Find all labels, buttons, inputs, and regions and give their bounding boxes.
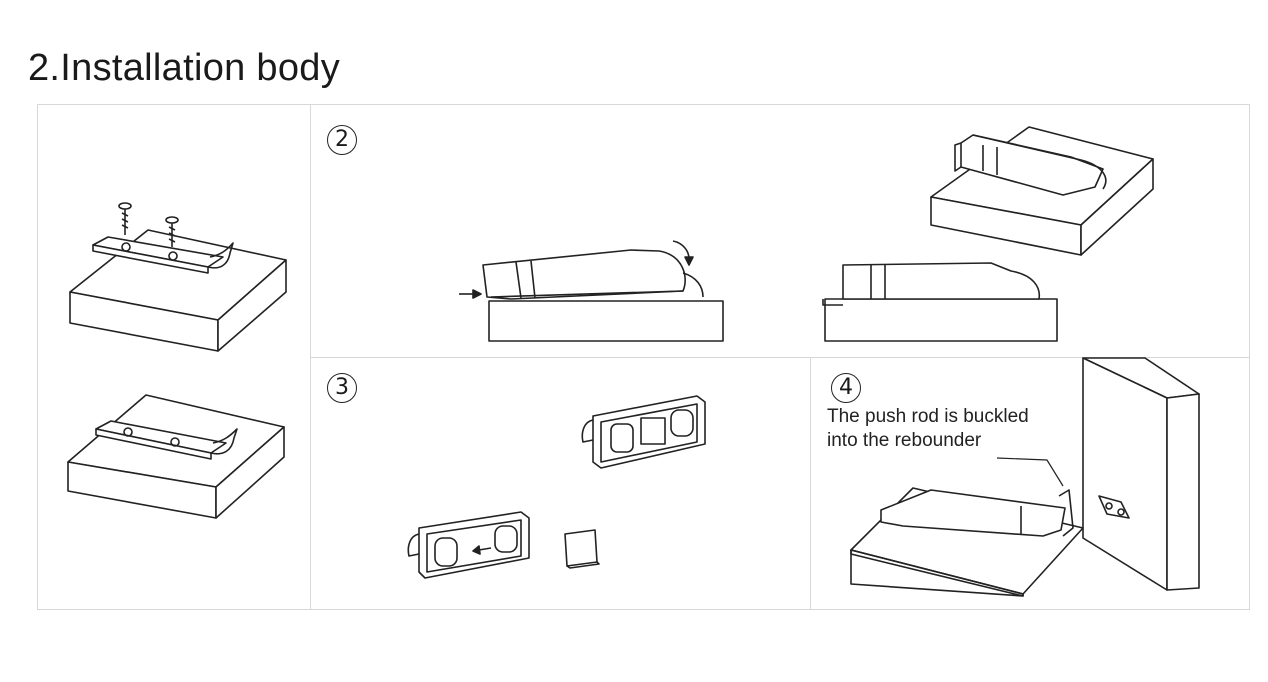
box-lower xyxy=(67,394,285,519)
page-title: 2.Installation body xyxy=(28,47,341,89)
rebounder-icon xyxy=(482,249,686,300)
divider-col-2 xyxy=(810,357,811,610)
panel-step2: 2 xyxy=(311,105,1250,357)
divider-row-1 xyxy=(310,357,1250,358)
step2-illustration xyxy=(459,126,1154,342)
leader-line xyxy=(996,457,1064,487)
push-rod-icon xyxy=(407,511,530,579)
screw-icon xyxy=(118,202,132,235)
rebounder-icon xyxy=(954,134,1107,196)
box-side-left xyxy=(488,300,724,342)
note-line-2: into the rebounder xyxy=(827,430,982,451)
rebounder-icon xyxy=(880,489,1074,537)
push-rod-icon xyxy=(1098,495,1130,519)
screw-icon xyxy=(165,216,179,247)
panel-step1 xyxy=(38,105,310,609)
step4-illustration xyxy=(850,357,1200,597)
bracket-icon xyxy=(92,236,234,274)
step-marker-2: 2 xyxy=(327,125,357,155)
panel-step4: 4 xyxy=(811,357,1250,609)
push-rod-icon xyxy=(581,395,706,469)
step-marker-4: 4 xyxy=(831,373,861,403)
adhesive-pad-icon xyxy=(564,529,600,569)
door-panel xyxy=(1082,357,1200,591)
push-arrow-icon xyxy=(459,289,482,299)
bracket-icon xyxy=(95,420,238,460)
panel-step3: 3 xyxy=(311,358,810,609)
rotate-arrow-icon xyxy=(672,240,704,298)
box-side-right xyxy=(824,298,1058,342)
step-marker-3: 3 xyxy=(327,373,357,403)
note-line-1: The push rod is buckled xyxy=(827,406,1029,427)
step4-note: The push rod is buckled into the rebound… xyxy=(827,405,1087,453)
rebounder-icon xyxy=(822,262,1041,306)
step3-illustration xyxy=(407,395,706,579)
step1-illustration xyxy=(67,202,287,519)
